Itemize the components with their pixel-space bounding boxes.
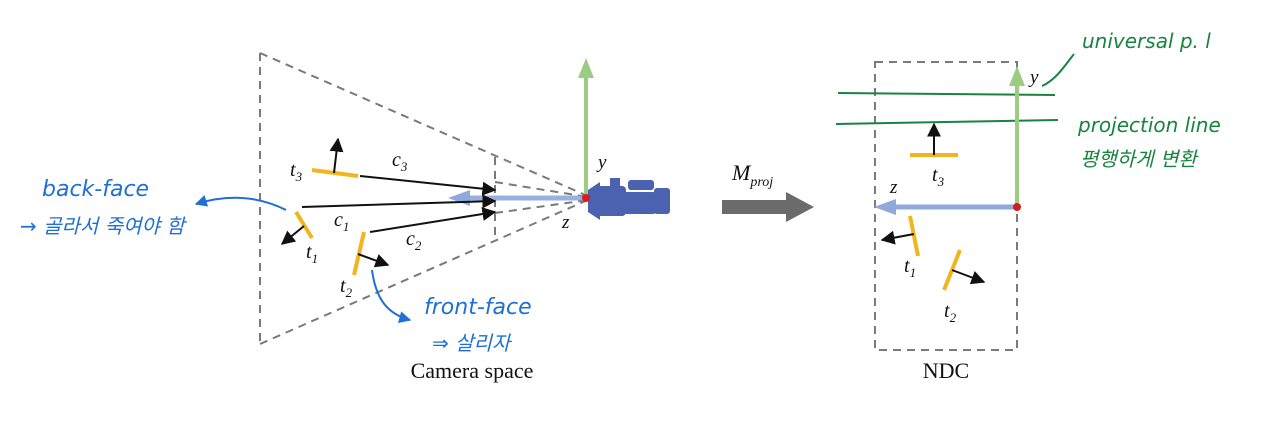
ndc-caption: NDC — [923, 358, 969, 383]
triangle-t2 — [352, 231, 390, 276]
ndc-panel: y z t3 t1 t2 NDC — [835, 61, 1059, 383]
ndc-y-axis — [1009, 66, 1025, 207]
backface-label: back-face — [42, 177, 149, 202]
camera-origin-point — [582, 194, 590, 202]
view-rays — [301, 175, 497, 233]
view-frustum — [259, 52, 591, 345]
label-c1: c1 — [334, 209, 349, 234]
label-t2: t2 — [340, 275, 353, 300]
projection-line — [835, 119, 1059, 125]
ndc-label-t2: t2 — [944, 300, 957, 325]
label-c2: c2 — [406, 228, 422, 253]
ndc-z-axis — [874, 199, 1017, 215]
camera-y-label: y — [596, 152, 607, 173]
frontface-note-text: ⇒ 살리자 — [432, 331, 513, 355]
ndc-label-t1: t1 — [904, 255, 916, 280]
green-notes: universal p. l projection line 평행하게 변환 — [1041, 29, 1221, 171]
ray-c2 — [369, 207, 497, 233]
backface-note: back-face → 골라서 죽여야 함 — [20, 177, 287, 238]
ndc-label-t3: t3 — [932, 164, 945, 189]
camera-y-axis — [578, 58, 594, 197]
ndc-y-label: y — [1028, 67, 1039, 88]
universal-plane-line — [837, 92, 1056, 96]
ndc-z-label: z — [889, 177, 898, 198]
backface-pointer-arrow — [194, 195, 287, 211]
camera-icon — [588, 178, 670, 220]
ray-c3 — [359, 175, 497, 196]
universal-pointer — [1041, 53, 1075, 87]
ray-c1 — [301, 194, 497, 209]
frontface-note: front-face ⇒ 살리자 — [371, 269, 532, 355]
triangle-t1 — [280, 210, 314, 245]
parallel-note: 평행하게 변환 — [1080, 147, 1199, 171]
label-t3: t3 — [290, 159, 303, 184]
label-t1: t1 — [306, 241, 318, 266]
camera-space-panel: y z t3 t1 t2 c3 c1 c2 Cam — [259, 52, 670, 383]
ndc-triangle-t1 — [880, 215, 920, 257]
camera-space-caption: Camera space — [411, 358, 534, 383]
projection-transform: Mproj — [722, 160, 814, 222]
camera-z-label: z — [561, 212, 570, 233]
backface-note-text: → 골라서 죽여야 함 — [20, 214, 187, 238]
triangle-t3 — [311, 137, 359, 178]
ndc-triangle-t3 — [910, 122, 958, 157]
label-c3: c3 — [392, 149, 408, 174]
universal-note: universal p. l — [1082, 29, 1211, 53]
transform-label: Mproj — [731, 160, 773, 190]
frontface-pointer-arrow — [371, 269, 412, 323]
ndc-origin-point — [1013, 203, 1021, 211]
frontface-label: front-face — [424, 295, 532, 320]
projection-line-note: projection line — [1077, 113, 1221, 137]
ndc-triangle-t2 — [942, 249, 986, 291]
